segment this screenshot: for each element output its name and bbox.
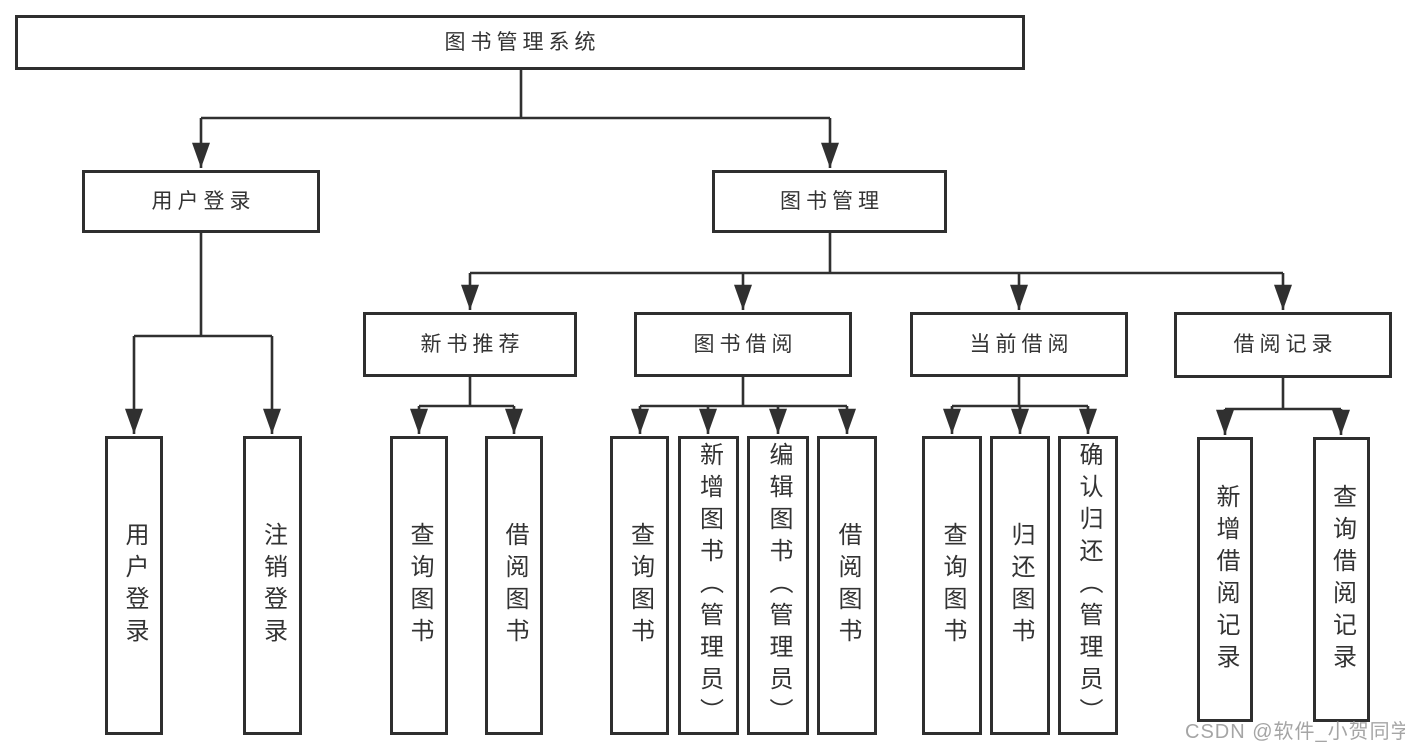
leaf-confirm-return-admin-label: 确认归还（管理员）	[1075, 441, 1102, 730]
node-root: 图书管理系统	[15, 15, 1025, 70]
watermark-text: CSDN @软件_小贺同学	[1185, 721, 1405, 743]
node-book-management: 图书管理	[712, 170, 947, 233]
connector-book-borrowing-children	[631, 377, 856, 434]
connector-current-borrowing-children	[943, 377, 1097, 434]
node-current-borrowing: 当前借阅	[910, 312, 1128, 377]
leaf-add-books-admin-label: 新增图书（管理员）	[695, 441, 723, 730]
leaf-return-books: 归还图书	[990, 436, 1050, 735]
leaf-query-books-c: 查询图书	[922, 436, 982, 735]
leaf-logout: 注销登录	[243, 436, 302, 735]
leaf-query-borrow-record: 查询借阅记录	[1313, 437, 1370, 722]
leaf-confirm-return-admin: 确认归还（管理员）	[1058, 436, 1118, 735]
node-borrowing-records-label: 借阅记录	[1233, 333, 1338, 357]
leaf-query-books-c-label: 查询图书	[939, 521, 966, 650]
leaf-query-books-a: 查询图书	[390, 436, 448, 735]
leaf-borrow-books-b-label: 借阅图书	[834, 521, 861, 650]
node-book-borrowing-label: 图书借阅	[693, 332, 798, 356]
node-new-book-recommend: 新书推荐	[363, 312, 577, 377]
leaf-query-books-b: 查询图书	[610, 436, 669, 735]
leaf-logout-label: 注销登录	[259, 521, 287, 650]
leaf-user-login-label: 用户登录	[121, 521, 148, 650]
connector-root-to-branches	[192, 68, 839, 168]
node-user-login: 用户登录	[82, 170, 320, 233]
connector-borrowing-records-children	[1216, 378, 1350, 435]
node-borrowing-records: 借阅记录	[1174, 312, 1392, 378]
leaf-borrow-books-a-label: 借阅图书	[501, 521, 528, 650]
leaf-user-login: 用户登录	[105, 436, 163, 735]
node-new-book-recommend-label: 新书推荐	[420, 332, 525, 356]
leaf-query-books-a-label: 查询图书	[406, 521, 433, 650]
leaf-query-borrow-record-label: 查询借阅记录	[1328, 483, 1356, 676]
node-book-borrowing: 图书借阅	[634, 312, 852, 377]
node-current-borrowing-label: 当前借阅	[969, 332, 1074, 356]
leaf-edit-books-admin: 编辑图书（管理员）	[747, 436, 809, 735]
node-user-login-label: 用户登录	[151, 189, 256, 213]
node-book-management-label: 图书管理	[780, 189, 884, 213]
leaf-query-books-b-label: 查询图书	[626, 521, 654, 650]
leaf-add-books-admin: 新增图书（管理员）	[678, 436, 739, 735]
connector-new-book-recommend-children	[410, 377, 523, 434]
leaf-add-borrow-record-label: 新增借阅记录	[1212, 483, 1239, 676]
leaf-borrow-books-b: 借阅图书	[817, 436, 877, 735]
leaf-return-books-label: 归还图书	[1007, 521, 1034, 650]
node-root-label: 图书管理系统	[444, 30, 601, 54]
leaf-edit-books-admin-label: 编辑图书（管理员）	[765, 441, 792, 730]
leaf-add-borrow-record: 新增借阅记录	[1197, 437, 1253, 722]
leaf-borrow-books-a: 借阅图书	[485, 436, 543, 735]
connector-book-management-to-modules	[461, 233, 1292, 310]
connector-user-login-children	[125, 233, 281, 434]
